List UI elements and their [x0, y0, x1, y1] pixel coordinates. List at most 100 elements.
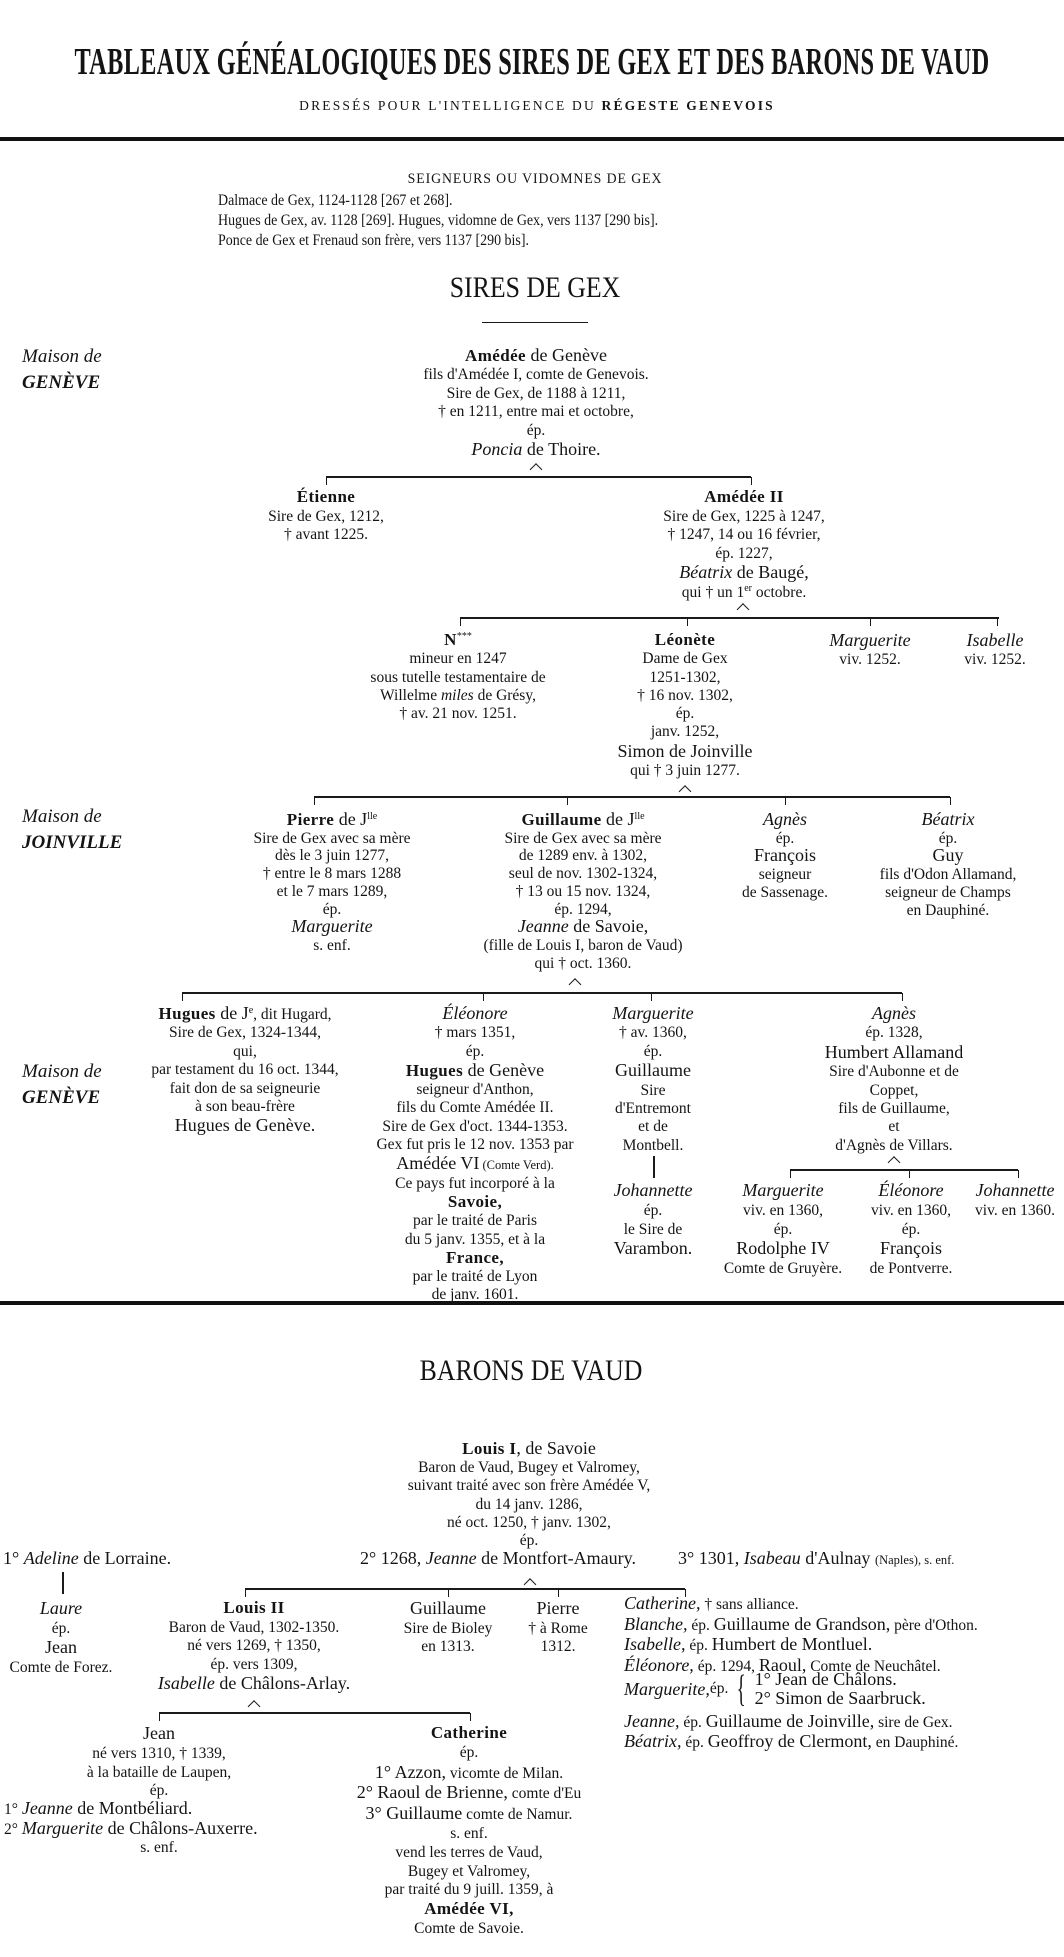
entry-line: Marguerite	[253, 916, 410, 937]
entry-line: Béatrix	[880, 810, 1017, 830]
entry-line: s. enf.	[357, 1825, 582, 1844]
entry-line: ép.	[724, 1220, 842, 1239]
seigneur-line: Ponce de Gex et Frenaud son frère, vers …	[218, 232, 529, 249]
descent-line	[790, 1169, 1018, 1171]
entry-text: Isabelle	[966, 630, 1024, 650]
entry-name: France,	[445, 1247, 505, 1267]
entry-line: Isabelle	[964, 631, 1025, 651]
entry-text: Pierre	[536, 1598, 580, 1618]
entry-line: par le traité de Paris	[376, 1212, 573, 1230]
entry-line: ép. 1294,	[483, 901, 682, 919]
descent-tick	[567, 797, 568, 805]
descent-tick	[687, 618, 688, 626]
section-heading-barons-de-vaud: BARONS DE VAUD	[419, 1354, 643, 1387]
house-label-text: Maison de	[22, 806, 102, 827]
entry-text: viv. 1252.	[839, 651, 901, 669]
entry-line: ép.	[618, 705, 753, 723]
entry-line: ép.	[612, 1043, 693, 1061]
entry-text: † 1247, 14 ou 16 février,	[667, 526, 821, 544]
house-label-name: GENÈVE	[22, 1087, 101, 1108]
entry-text: Baron de Vaud, 1302-1350.	[168, 1618, 340, 1636]
entry-text: Jeanne	[517, 916, 569, 937]
entry-line: Baron de Vaud, Bugey et Valromey,	[408, 1459, 651, 1477]
entry-text: Marguerite	[291, 916, 373, 937]
entry-text: père d'Othon.	[890, 1616, 978, 1634]
entry-line: qui † un 1er octobre.	[663, 583, 824, 603]
entry-text: Guy	[932, 845, 964, 866]
entry-line: Louis II	[158, 1598, 350, 1619]
entry-text: Johannette	[975, 1180, 1055, 1200]
entry-text: qui † un 1	[681, 583, 745, 601]
entry-text: ép.	[459, 1743, 479, 1761]
entry-text: ép. 1294,	[554, 900, 612, 918]
entry-text: ép.	[643, 1042, 663, 1060]
entry-text: , de Savoie	[516, 1438, 596, 1458]
entry-text: à la bataille de Laupen,	[86, 1763, 232, 1781]
entry-line: ép.	[87, 1782, 231, 1801]
entry-text: de Châlons-Auxerre.	[103, 1818, 258, 1838]
entry-line: fils de Guillaume,	[825, 1100, 963, 1118]
entry-name: Guillaume	[521, 810, 602, 829]
entry-text: Marguerite	[742, 1180, 824, 1200]
entry-text: François	[754, 845, 816, 866]
entry-text: Sire de Gex, 1324-1344,	[169, 1024, 321, 1042]
entry-text: † av. 1360,	[619, 1024, 687, 1042]
entry-text: Montbell.	[622, 1136, 684, 1154]
entry-text: de Sassenage.	[741, 883, 829, 901]
entry-line: (fille de Louis I, baron de Vaud)	[483, 937, 682, 955]
entry-line: d'Agnès de Villars.	[825, 1137, 963, 1155]
seigneur-line: Hugues de Gex, av. 1128 [269]. Hugues, v…	[218, 212, 659, 229]
entry-line: viv. en 1360,	[724, 1201, 842, 1220]
entry-text: ép.	[149, 1782, 169, 1800]
entry-line: Sire d'Aubonne et de	[825, 1063, 963, 1081]
entry-line: Sire de Gex, 1225 à 1247,	[663, 508, 824, 527]
descent-tick	[685, 1589, 686, 1597]
entry-line: Éléonore	[870, 1181, 953, 1201]
entry-line: Éléonore, ép. 1294, Raoul, Comte de Neuc…	[624, 1654, 978, 1677]
entry-line: à son beau-frère	[151, 1098, 338, 1116]
descent-tick	[245, 1589, 246, 1597]
entry-text: ép.	[465, 1042, 485, 1060]
entry-text: viv. en 1360,	[743, 1202, 823, 1219]
entry-line: du 5 janv. 1355, et à la	[376, 1231, 573, 1249]
entry-line: ép.	[870, 1220, 953, 1239]
entry-text: de Montbéliard.	[72, 1798, 193, 1818]
descent-line	[326, 476, 751, 478]
entry-text: viv. 1252.	[964, 651, 1026, 669]
entry-text: Sire de Gex, de 1188 à 1211,	[446, 384, 626, 402]
entry-line: à la bataille de Laupen,	[87, 1764, 231, 1783]
descent-line	[314, 796, 950, 798]
entry-text: par traité du 9 juill. 1359, à	[384, 1881, 554, 1899]
entry-line: Baron de Vaud, 1302-1350.	[158, 1619, 350, 1638]
sister-spouses: 1° Jean de Châlons. 2° Simon de Saarbruc…	[755, 1670, 926, 1708]
entry-line: † mars 1351,	[376, 1024, 573, 1042]
entry-text: s. enf.	[140, 1839, 178, 1856]
entry-text: † entre le 8 mars 1288	[262, 865, 402, 883]
entry-line: Catherine, † sans alliance.	[624, 1594, 978, 1615]
descent-line-vertical	[653, 1156, 655, 1178]
house-label-text: Maison de	[22, 1061, 102, 1082]
entry-line: Louis I, de Savoie	[408, 1439, 651, 1459]
entry-text: viv. en 1360.	[975, 1202, 1055, 1219]
entry-line: Guy	[880, 845, 1017, 866]
entry-line: de janv. 1601.	[376, 1286, 573, 1304]
descent-caret	[247, 1700, 261, 1713]
entry-text: 3° Guillaume	[365, 1803, 463, 1824]
entry-line: ép. 1227,	[663, 545, 824, 564]
entry-line: Johannette	[614, 1181, 693, 1201]
entry-text: Agnès	[763, 809, 807, 829]
entry-text: ép.	[775, 829, 795, 847]
entry-text: Raoul,	[758, 1654, 807, 1675]
entry-line: Pierre	[528, 1599, 587, 1620]
entry-text: 1251-1302,	[649, 668, 721, 686]
entry-text: Éléonore,	[624, 1654, 694, 1675]
entry-text: de Grésy,	[473, 686, 536, 704]
entry-line: suivant traité avec son frère Amédée V,	[408, 1477, 651, 1495]
entry-line: seigneur de Champs	[880, 884, 1017, 902]
entry-line: de Pontverre.	[870, 1259, 953, 1278]
